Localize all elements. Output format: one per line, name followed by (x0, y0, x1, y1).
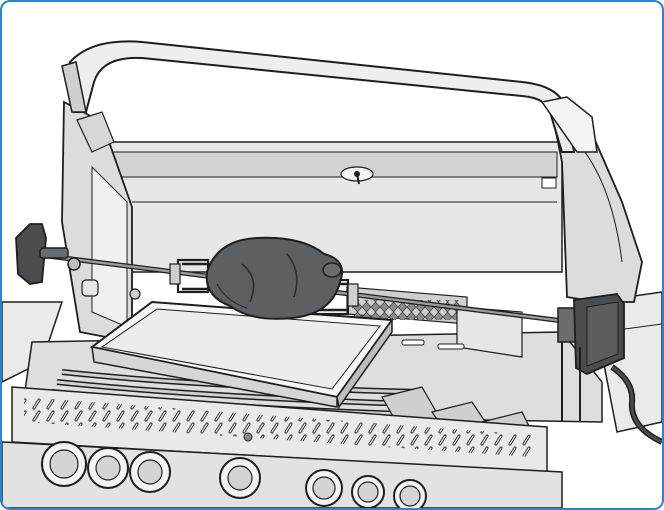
drip-pan-icon (89, 300, 394, 409)
rear-rotisserie-burner (346, 286, 523, 358)
control-knobs (41, 432, 427, 508)
control-knob-icon (351, 475, 385, 508)
chicken-icon (205, 236, 343, 320)
grill-lid (61, 100, 643, 344)
control-knob-icon (393, 479, 427, 508)
lid-thermometer (340, 166, 374, 185)
control-knob-icon (129, 451, 171, 493)
lid-handle (61, 40, 598, 189)
control-knob-icon (305, 469, 343, 507)
control-knob-icon (41, 441, 87, 487)
rotisserie-handle-icon (15, 223, 69, 285)
control-knob-icon (219, 457, 261, 499)
control-knob-icon (87, 447, 129, 489)
rotisserie-motor-icon (557, 293, 662, 445)
